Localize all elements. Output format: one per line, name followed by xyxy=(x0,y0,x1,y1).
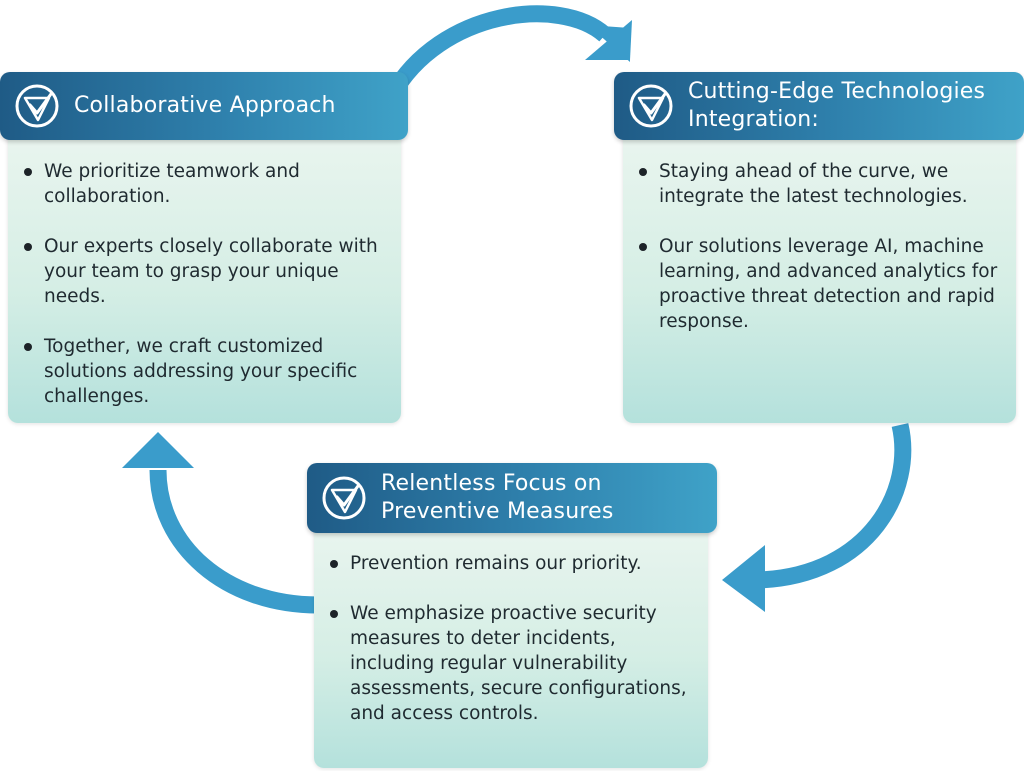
shield-check-icon xyxy=(322,476,366,520)
arrow-prevent-to-collab xyxy=(122,432,319,614)
card-collaborative-header: Collaborative Approach xyxy=(0,72,408,140)
arrow-tech-to-prevent xyxy=(722,423,912,612)
shield-check-icon xyxy=(629,84,673,128)
card-technologies-header: Cutting-Edge Technologies Integration: xyxy=(614,72,1024,140)
bullet-point: Prevention remains our priority. xyxy=(328,551,700,576)
card-preventive-header: Relentless Focus on Preventive Measures xyxy=(307,463,717,533)
card-technologies-body xyxy=(623,128,1016,423)
bullet-point: Our experts closely collaborate with you… xyxy=(22,234,394,309)
card-preventive-body xyxy=(314,520,708,768)
arrow-collab-to-tech xyxy=(384,5,632,100)
bullet-point: We prioritize teamwork and collaboration… xyxy=(22,159,394,209)
card-title: Collaborative Approach xyxy=(74,93,336,118)
card-title: Relentless Focus on Preventive Measures xyxy=(381,471,614,524)
shield-check-icon xyxy=(15,84,59,128)
card-technologies-points: Staying ahead of the curve, we integrate… xyxy=(637,159,1009,359)
card-collaborative-points: We prioritize teamwork and collaboration… xyxy=(22,159,394,434)
bullet-point: We emphasize proactive security measures… xyxy=(328,601,700,726)
card-title: Cutting-Edge Technologies Integration: xyxy=(688,79,986,132)
bullet-point: Our solutions leverage AI, machine learn… xyxy=(637,234,1009,334)
card-collaborative-body xyxy=(8,128,401,423)
bullet-point: Together, we craft customized solutions … xyxy=(22,334,394,409)
bullet-point: Staying ahead of the curve, we integrate… xyxy=(637,159,1009,209)
card-preventive-points: Prevention remains our priority. We emph… xyxy=(328,551,700,751)
